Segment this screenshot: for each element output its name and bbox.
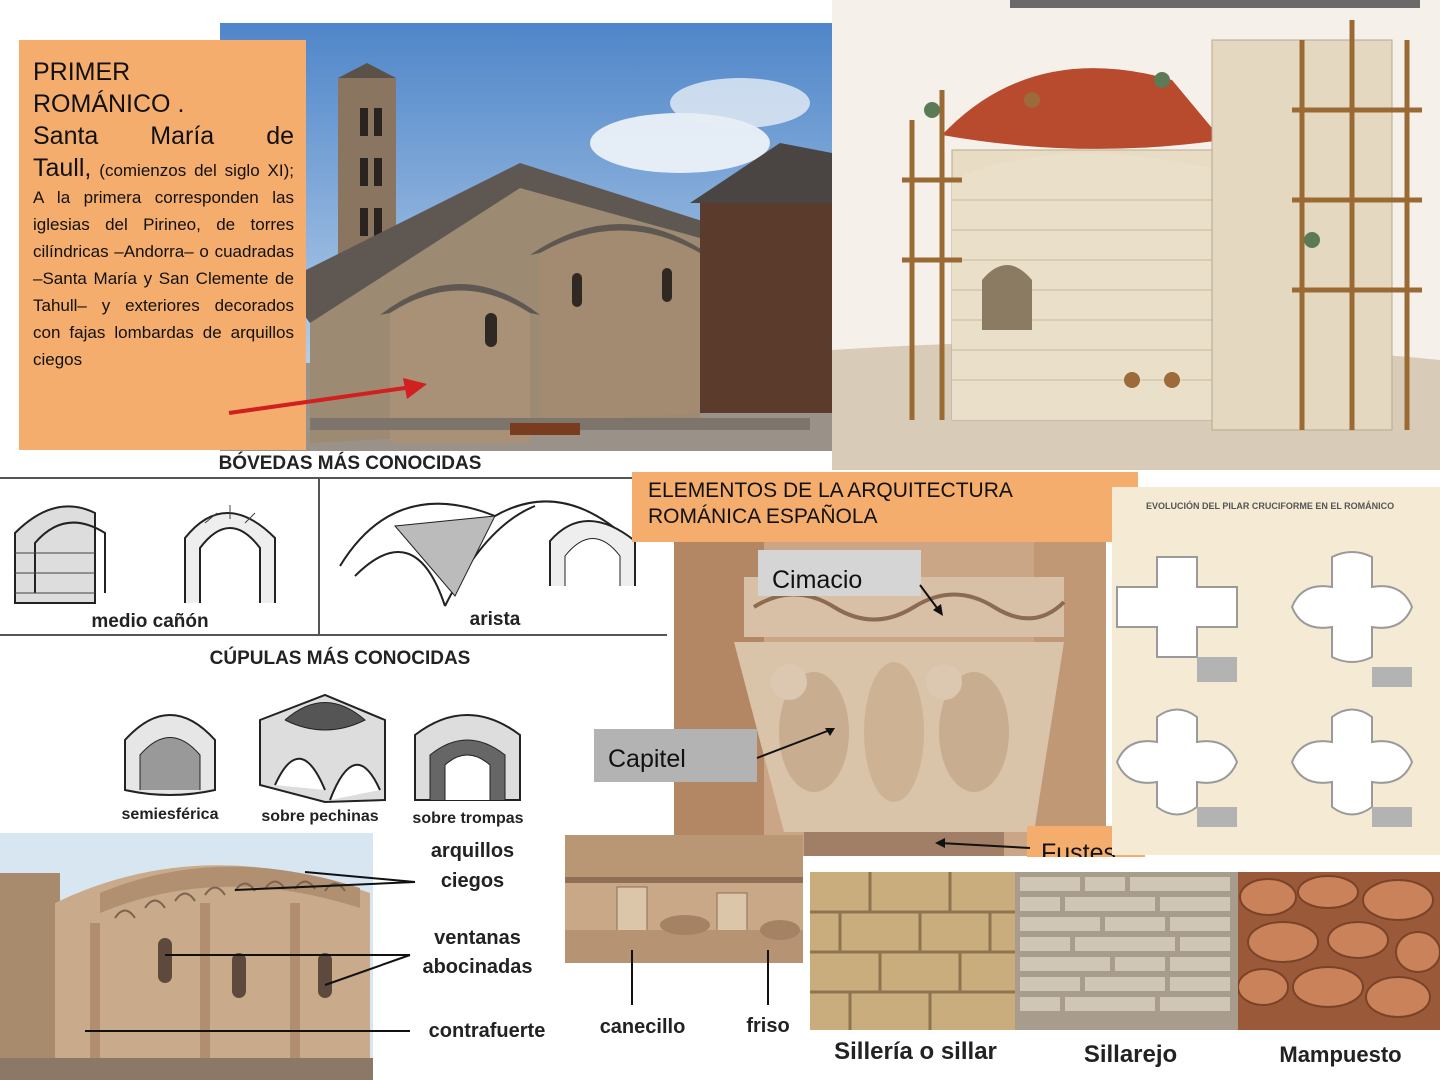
intro-date-note: (comienzos del siglo XI);: [99, 161, 294, 180]
groin-vault-drawing: [339, 500, 636, 607]
intro-text-box: PRIMER ROMÁNICO . Santa María de Taull, …: [19, 40, 306, 450]
intro-heading-line1: PRIMER: [33, 58, 131, 86]
label-ventanas-2: abocinadas: [422, 956, 533, 978]
vaults-panel: BÓVEDAS MÁS CONOCIDAS medio cañón arista: [0, 451, 667, 637]
intro-church-name: Santa María de: [33, 122, 294, 150]
intro-heading-line2: ROMÁNICO .: [33, 90, 185, 118]
dome-semispherical-drawing: [124, 714, 216, 796]
dome-label-semispherical: semiesférica: [121, 806, 219, 823]
label-arquillos-2: ciegos: [440, 870, 505, 892]
header-strip-dark: [1010, 0, 1420, 8]
masonry-label-sillarejo: Sillarejo: [1083, 1041, 1178, 1068]
elements-title-box: ELEMENTOS DE LA ARQUITECTURA ROMÁNICA ES…: [632, 472, 1138, 542]
vaults-title: BÓVEDAS MÁS CONOCIDAS: [218, 453, 482, 474]
domes-panel: CÚPULAS MÁS CONOCIDAS semiesférica sobre…: [0, 640, 667, 832]
label-capitel: Capitel: [594, 729, 757, 782]
domes-title: CÚPULAS MÁS CONOCIDAS: [209, 648, 471, 669]
label-friso: friso: [746, 1015, 790, 1037]
dome-pendentives-drawing: [259, 693, 386, 804]
vault-label-groin: arista: [469, 609, 521, 630]
dome-label-pendentives: sobre pechinas: [261, 808, 379, 825]
masonry-sillar-photo: [810, 872, 1015, 1030]
masonry-sillarejo-photo: [1015, 872, 1238, 1030]
label-contrafuerte: contrafuerte: [428, 1020, 546, 1042]
cornice-photo: [565, 835, 803, 963]
vaults-divider-bottom: [0, 634, 667, 636]
dome-squinches-drawing: [414, 714, 521, 801]
elements-title-line2: ROMÁNICA ESPAÑOLA: [648, 505, 878, 528]
pillar-drawings: [1115, 551, 1414, 827]
label-ventanas-1: ventanas: [434, 927, 521, 949]
vault-label-barrel: medio cañón: [91, 611, 209, 632]
elements-title-line1: ELEMENTOS DE LA ARQUITECTURA: [648, 479, 1013, 502]
capital-pointer-lines: [756, 584, 1031, 849]
pillar-evolution-panel: EVOLUCIÓN DEL PILAR CRUCIFORME EN EL ROM…: [1112, 487, 1440, 855]
masonry-label-sillar: Sillería o sillar: [834, 1038, 997, 1065]
masonry-label-mampuesto: Mampuesto: [1279, 1042, 1402, 1067]
label-canecillo: canecillo: [599, 1016, 686, 1038]
label-cimacio: Cimacio: [758, 550, 921, 596]
pillar-title: EVOLUCIÓN DEL PILAR CRUCIFORME EN EL ROM…: [1146, 501, 1395, 511]
vaults-divider-v1: [318, 477, 320, 635]
apse-pointer-lines: [85, 871, 416, 1032]
barrel-vault-drawing: [14, 505, 276, 604]
intro-church-place: Taull,: [33, 154, 92, 182]
dome-label-squinches: sobre trompas: [412, 810, 524, 827]
intro-description: A la primera corresponden las iglesias d…: [33, 188, 294, 369]
construction-illustration: [832, 0, 1440, 470]
vaults-divider-top: [0, 477, 667, 479]
apse-photo: [0, 833, 373, 1080]
cornice-pointer-lines: [631, 950, 769, 1005]
intro-body: Taull, (comienzos del siglo XI); A la pr…: [33, 152, 294, 373]
red-arrow-icon: [228, 378, 427, 415]
masonry-panel: Sillería o sillar Sillarejo Mampuesto: [803, 857, 1440, 1080]
label-arquillos-1: arquillos: [430, 840, 515, 862]
masonry-mampuesto-photo: [1238, 872, 1440, 1030]
taull-church-photo: [220, 23, 832, 451]
